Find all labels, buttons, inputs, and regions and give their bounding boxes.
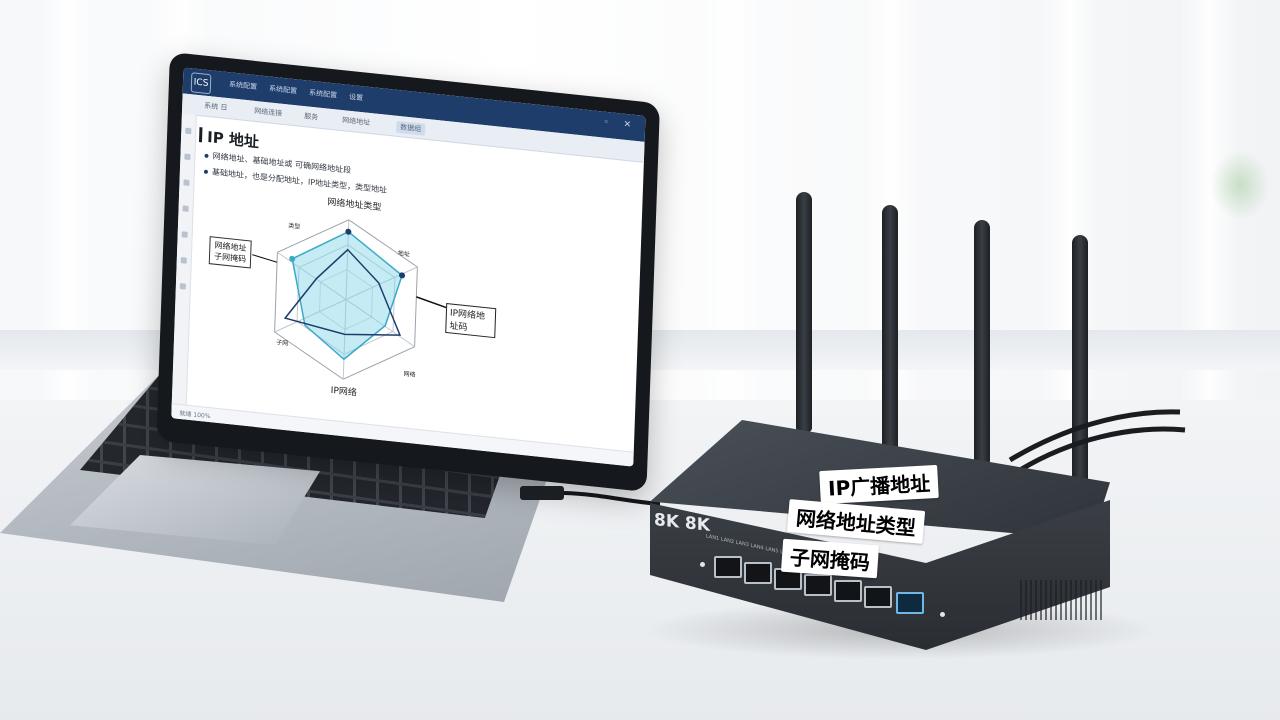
lan-port[interactable] xyxy=(714,556,742,578)
menu-item[interactable]: 系统配置 xyxy=(308,88,338,100)
rear-cable xyxy=(1008,409,1181,463)
rail-icon[interactable] xyxy=(179,283,186,290)
app-window: ICS 系统配置 系统配置 系统配置 设置 ◦ ✕ 系统 日 网络连接 服务 网… xyxy=(171,67,646,467)
radar-left-callout: 网络地址 子网掩码 xyxy=(208,236,252,269)
rear-cables xyxy=(1008,409,1186,473)
radar-small-label: 类型 xyxy=(288,222,301,231)
cable-wire xyxy=(563,491,660,506)
wan-port[interactable] xyxy=(896,592,924,614)
rail-icon[interactable] xyxy=(183,179,190,187)
lan-port[interactable] xyxy=(804,574,832,596)
ribbon-tab-active[interactable]: 数据组 xyxy=(396,120,426,136)
radar-right-label: IP网络地址码 xyxy=(445,303,497,339)
status-text: 就绪 100% xyxy=(179,410,211,421)
callout-line: 子网掩码 xyxy=(213,251,247,264)
radar-point xyxy=(399,272,406,279)
bullet-dot xyxy=(203,169,209,174)
radar-small-label: 地址 xyxy=(397,249,410,259)
radar-svg xyxy=(252,219,457,380)
radar-small-label: 子网 xyxy=(276,339,289,348)
rail-icon[interactable] xyxy=(184,153,191,161)
radar-point xyxy=(289,255,296,262)
side-vent xyxy=(1020,580,1105,620)
lan-port[interactable] xyxy=(834,580,862,602)
callout-arrow xyxy=(252,254,278,263)
menu-item[interactable]: 设置 xyxy=(348,92,364,103)
document-title: IP 地址 xyxy=(206,127,260,152)
radar-diagram: 网络地址类型 IP网络地址码 IP网络 网络地址 子网掩码 类型 地址 子网 网… xyxy=(208,181,499,420)
rail-icon[interactable] xyxy=(180,257,187,264)
menu-item[interactable]: 系统配置 xyxy=(228,80,258,92)
radar-series xyxy=(291,230,403,361)
laptop-screen: ICS 系统配置 系统配置 系统配置 设置 ◦ ✕ 系统 日 网络连接 服务 网… xyxy=(156,52,660,493)
ribbon-tab[interactable]: 服务 xyxy=(304,112,319,122)
rear-cable xyxy=(1018,426,1186,473)
radar-series xyxy=(283,248,402,336)
rail-icon[interactable] xyxy=(181,231,188,238)
menu-item[interactable]: 系统配置 xyxy=(268,84,298,96)
rail-icon[interactable] xyxy=(185,127,192,135)
ethernet-cable xyxy=(520,486,660,506)
rail-icon[interactable] xyxy=(182,205,189,212)
radar-bottom-label: IP网络 xyxy=(330,385,358,399)
ribbon-tab[interactable]: 网络地址 xyxy=(342,116,371,128)
radar-small-label: 网络 xyxy=(403,370,416,379)
power-led xyxy=(940,612,945,617)
cable-plug xyxy=(520,486,564,500)
antenna xyxy=(974,220,990,465)
lan-port[interactable] xyxy=(864,586,892,608)
antenna xyxy=(796,192,812,432)
bullet-dot xyxy=(204,153,209,158)
radar-point xyxy=(345,228,352,235)
status-led xyxy=(700,562,705,567)
antenna xyxy=(1072,235,1088,485)
lan-port[interactable] xyxy=(744,562,772,584)
ribbon-tab[interactable]: 网络连接 xyxy=(254,106,283,118)
window-controls-icon[interactable]: ◦ ✕ xyxy=(603,117,638,132)
app-logo-icon: ICS xyxy=(190,72,212,95)
ribbon-tab[interactable]: 系统 日 xyxy=(204,101,228,113)
plant-blur xyxy=(1210,150,1270,220)
label-sticker: IP广播地址 xyxy=(819,464,939,505)
antenna xyxy=(882,205,898,450)
label-sticker: 子网掩码 xyxy=(780,538,880,579)
